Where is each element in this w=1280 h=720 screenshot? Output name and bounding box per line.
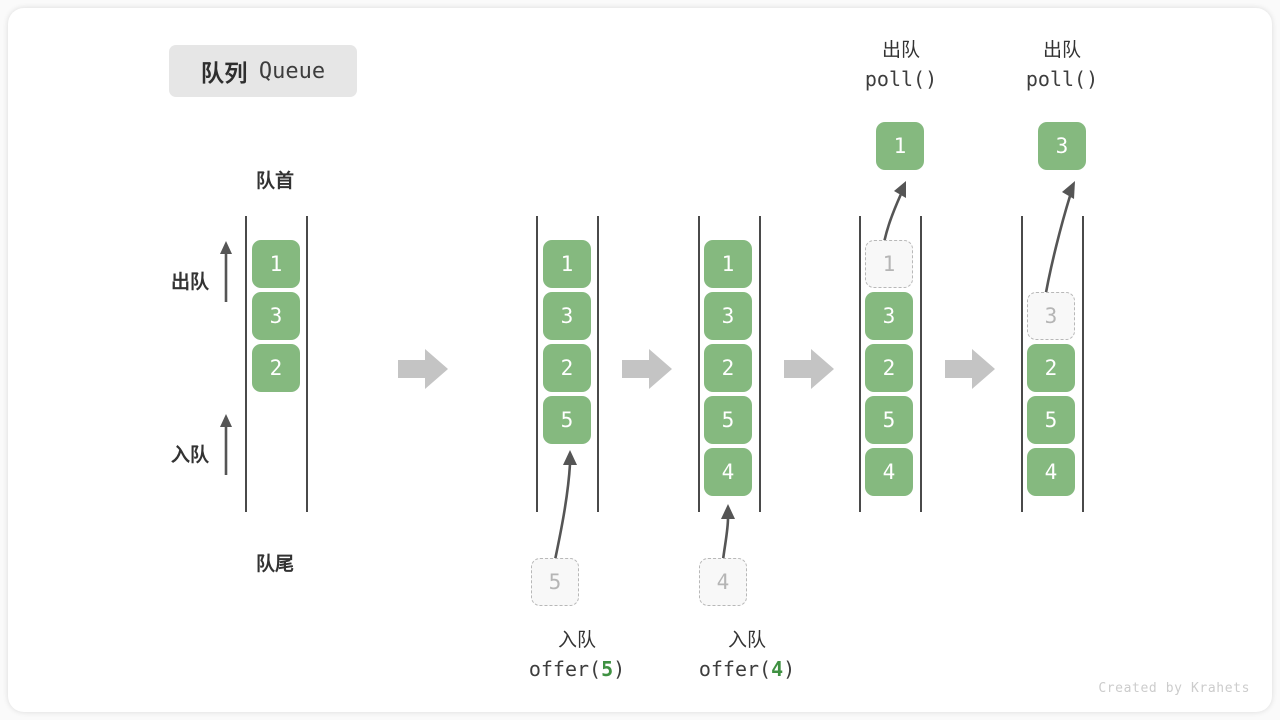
stage5-ghost-cell: 3 <box>1027 292 1075 340</box>
stage1-cell-1: 3 <box>252 292 300 340</box>
offer-4-motion-arrow-icon <box>721 504 735 561</box>
stage1-rail-right <box>306 216 308 512</box>
stage3-cell-4: 4 <box>704 448 752 496</box>
offer-5-motion-arrow-icon <box>553 450 577 561</box>
offer-5-caption-code: offer(5) <box>528 656 626 681</box>
dequeue-direction-arrow-icon <box>220 241 232 302</box>
stage5-cell-2: 2 <box>1027 344 1075 392</box>
poll-1-caption-code: poll() <box>864 66 938 91</box>
poll-1-caption-cn: 出队 <box>881 40 920 61</box>
stage3-cell-3: 5 <box>704 396 752 444</box>
stage4-cell-2: 2 <box>865 344 913 392</box>
stage3-cell-1: 3 <box>704 292 752 340</box>
offer-4-caption-code: offer(4) <box>698 656 796 681</box>
stage3-rail-right <box>759 216 761 512</box>
stage2-cell-3: 5 <box>543 396 591 444</box>
stage1-cell-2: 2 <box>252 344 300 392</box>
poll-1-result-cell: 1 <box>876 122 924 170</box>
stage4-cell-4: 4 <box>865 448 913 496</box>
stage4-ghost-cell: 1 <box>865 240 913 288</box>
step-arrow-3-icon <box>784 349 834 389</box>
stage5-rail-right <box>1082 216 1084 512</box>
watermark: Created by Krahets <box>1098 681 1250 696</box>
offer-4-ghost-cell: 4 <box>699 558 747 606</box>
stage4-cell-3: 5 <box>865 396 913 444</box>
title-english: Queue <box>258 58 326 84</box>
offer-4-caption: 入队 offer(4) <box>657 628 837 683</box>
queue-tail-label: 队尾 <box>255 554 294 575</box>
diagram-card: 队列 Queue 队首 队尾 出队 入队 1 3 2 1 3 2 5 5 入队 … <box>8 8 1272 712</box>
poll-2-caption-cn: 出队 <box>1042 40 1081 61</box>
step-arrow-1-icon <box>398 349 448 389</box>
step-arrow-2-icon <box>622 349 672 389</box>
stage1-cell-0: 1 <box>252 240 300 288</box>
offer-4-caption-cn: 入队 <box>727 630 766 651</box>
poll-2-caption-code: poll() <box>1025 66 1099 91</box>
title-chinese: 队列 <box>200 60 248 86</box>
stage4-cell-1: 3 <box>865 292 913 340</box>
stage2-cell-1: 3 <box>543 292 591 340</box>
title-badge: 队列 Queue <box>169 45 357 97</box>
dequeue-direction-label: 出队 <box>170 272 209 293</box>
queue-head-label: 队首 <box>255 171 294 192</box>
offer-5-caption: 入队 offer(5) <box>487 628 667 683</box>
stage1-rail-left <box>245 216 247 512</box>
stage3-cell-2: 2 <box>704 344 752 392</box>
offer-5-ghost-cell: 5 <box>531 558 579 606</box>
step-arrow-4-icon <box>945 349 995 389</box>
poll-2-motion-arrow-icon <box>1042 181 1075 305</box>
stage3-cell-0: 1 <box>704 240 752 288</box>
stage2-cell-2: 2 <box>543 344 591 392</box>
stage2-rail-left <box>536 216 538 512</box>
offer-5-caption-cn: 入队 <box>557 630 596 651</box>
stage3-rail-left <box>698 216 700 512</box>
poll-2-result-cell: 3 <box>1038 122 1086 170</box>
stage5-rail-left <box>1021 216 1023 512</box>
stage4-rail-right <box>920 216 922 512</box>
enqueue-direction-label: 入队 <box>170 445 209 466</box>
stage2-rail-right <box>597 216 599 512</box>
stage4-rail-left <box>859 216 861 512</box>
stage5-cell-4: 4 <box>1027 448 1075 496</box>
enqueue-direction-arrow-icon <box>220 414 232 475</box>
poll-1-caption: 出队 poll() <box>811 38 991 93</box>
stage5-cell-3: 5 <box>1027 396 1075 444</box>
poll-2-caption: 出队 poll() <box>972 38 1152 93</box>
stage2-cell-0: 1 <box>543 240 591 288</box>
